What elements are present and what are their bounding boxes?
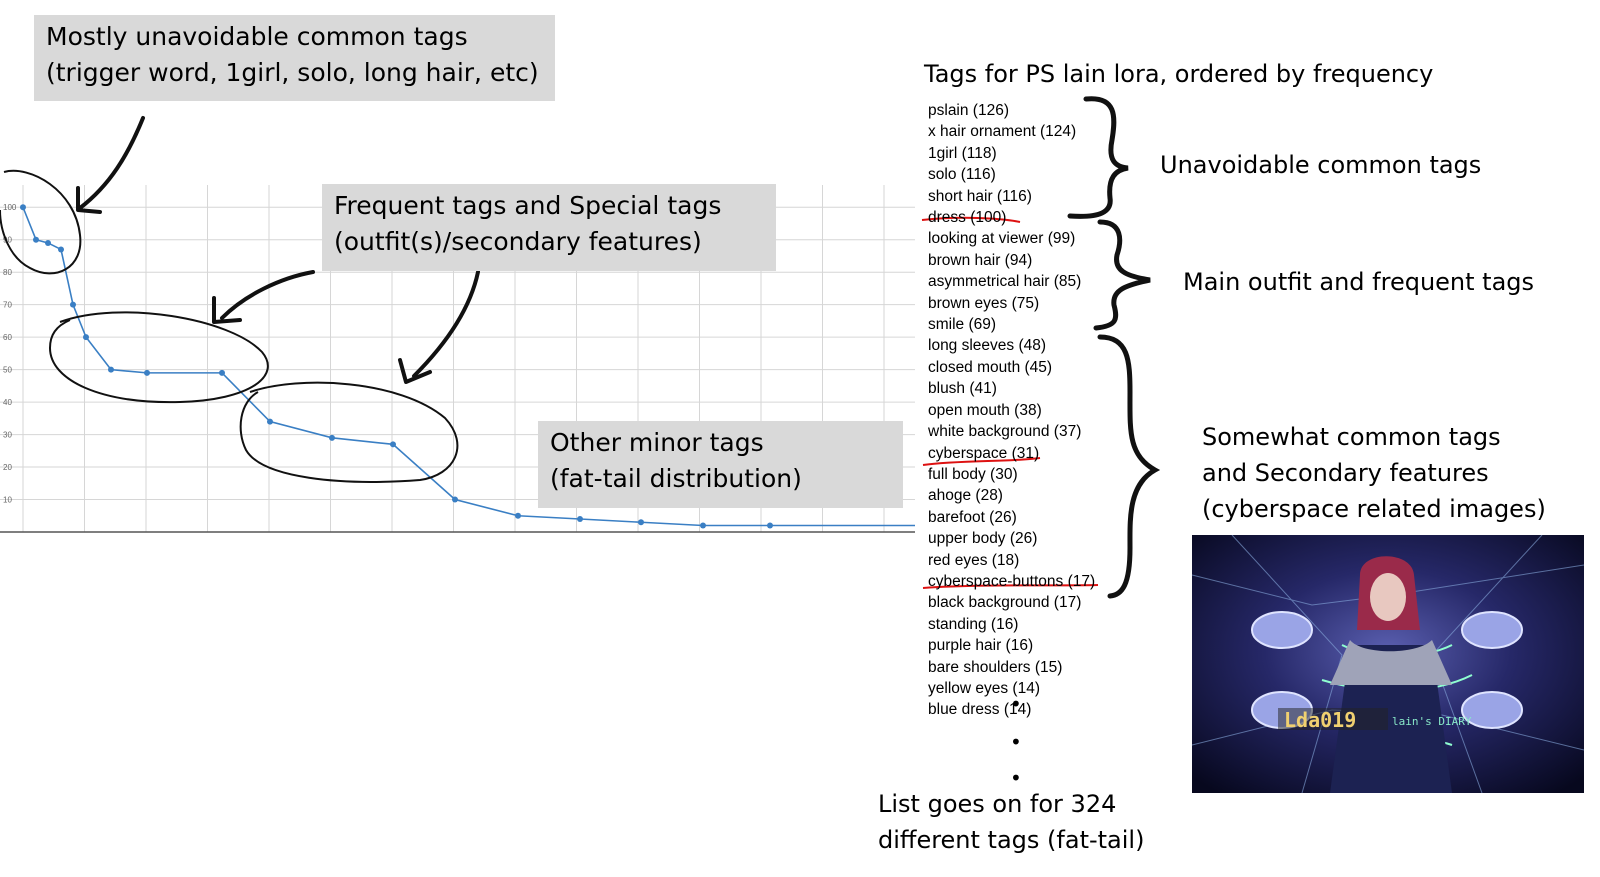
- label-somewhat-common: Somewhat common tags and Secondary featu…: [1202, 419, 1546, 527]
- tag-item: brown eyes (75): [928, 294, 1040, 312]
- tag-item: standing (16): [928, 615, 1019, 633]
- y-tick-label: 60: [3, 333, 12, 342]
- y-tick-label: 80: [3, 268, 12, 277]
- tag-item: cyberspace-buttons (17): [928, 572, 1096, 590]
- data-point: [58, 246, 64, 253]
- callout-line: (outfit(s)/secondary features): [334, 227, 702, 256]
- screenshot-label-right: lain's DIARY: [1392, 715, 1472, 728]
- callout-common-tags: Mostly unavoidable common tags (trigger …: [34, 15, 555, 101]
- tag-item: bare shoulders (15): [928, 658, 1063, 676]
- tag-item: yellow eyes (14): [928, 679, 1040, 697]
- y-tick-label: 20: [3, 463, 12, 472]
- tag-item: purple hair (16): [928, 637, 1034, 655]
- y-tick-label: 50: [3, 366, 12, 375]
- data-point: [83, 334, 89, 341]
- data-point: [108, 366, 114, 373]
- brace-unavoidable: [1067, 96, 1129, 219]
- tag-item: 1girl (118): [928, 144, 997, 162]
- ellipsis-dot: •: [1010, 730, 1022, 754]
- tag-item: upper body (26): [928, 530, 1038, 548]
- tag-item: full body (30): [928, 465, 1018, 483]
- tag-item: smile (69): [928, 316, 997, 334]
- brace-main-outfit: [1093, 219, 1151, 331]
- tag-item: ahoge (28): [928, 487, 1003, 505]
- cyberspace-screenshot: Lda019 lain's DIARY: [1192, 535, 1584, 793]
- tag-item: cyberspace (31): [928, 444, 1040, 462]
- tag-item: long sleeves (48): [928, 337, 1047, 355]
- label-unavoidable: Unavoidable common tags: [1160, 151, 1482, 179]
- tag-item: asymmetrical hair (85): [928, 273, 1082, 291]
- y-tick-label: 90: [3, 236, 12, 245]
- tag-item: solo (116): [928, 166, 996, 184]
- footer-note: List goes on for 324 different tags (fat…: [878, 786, 1144, 858]
- y-tick-label: 40: [3, 398, 12, 407]
- tag-item: pslain (126): [928, 102, 1009, 119]
- data-point: [33, 236, 39, 243]
- tag-item: black background (17): [928, 594, 1082, 612]
- tag-item: brown hair (94): [928, 251, 1033, 269]
- chart-axes: 10 20 30 40 50 60 70 80 90 100: [0, 203, 915, 533]
- data-point: [45, 239, 51, 246]
- tag-item: blue dress (14): [928, 701, 1032, 719]
- underline-cyberspace: [922, 457, 1041, 466]
- callout-frequent-tags: Frequent tags and Special tags (outfit(s…: [322, 184, 776, 271]
- data-point: [329, 434, 335, 441]
- callout-line: (trigger word, 1girl, solo, long hair, e…: [46, 58, 539, 87]
- tag-item: barefoot (26): [928, 508, 1017, 526]
- y-tick-label: 30: [3, 431, 12, 440]
- circle-annotation-mid: [48, 311, 269, 404]
- tag-list: pslain (126) x hair ornament (124) 1girl (…: [928, 100, 1095, 721]
- data-point: [577, 516, 583, 523]
- data-point: [767, 522, 773, 529]
- footer-line: different tags (fat-tail): [878, 826, 1145, 854]
- tags-title: Tags for PS lain lora, ordered by freque…: [924, 60, 1434, 88]
- label-main-outfit: Main outfit and frequent tags: [1183, 268, 1535, 296]
- y-tick-label: 10: [3, 496, 12, 505]
- data-point: [452, 496, 458, 503]
- y-tick-label: 70: [3, 301, 12, 310]
- y-tick-label: 100: [3, 203, 17, 212]
- underline-dress: [921, 216, 1021, 223]
- footer-line: List goes on for 324: [878, 790, 1117, 818]
- tag-item: red eyes (18): [928, 551, 1020, 569]
- circle-annotation-top: [0, 169, 82, 275]
- data-point: [20, 204, 26, 211]
- arrow-icon: [76, 116, 145, 214]
- underline-cyberspace-buttons: [922, 584, 1099, 589]
- tag-item: blush (41): [928, 380, 997, 398]
- callout-minor-tags: Other minor tags (fat-tail distribution): [538, 421, 903, 508]
- tag-item: white background (37): [928, 423, 1082, 441]
- circle-annotation-right: [239, 381, 459, 483]
- label-line: and Secondary features: [1202, 459, 1489, 487]
- tag-item: short hair (116): [928, 187, 1032, 205]
- data-point: [515, 512, 521, 519]
- tag-item: open mouth (38): [928, 401, 1042, 419]
- data-point: [700, 522, 706, 529]
- data-point: [638, 519, 644, 526]
- data-point: [219, 369, 225, 376]
- tag-item: closed mouth (45): [928, 358, 1053, 376]
- tag-item: x hair ornament (124): [928, 123, 1077, 141]
- tag-item: dress (100): [928, 209, 1007, 227]
- callout-line: Mostly unavoidable common tags: [46, 22, 468, 51]
- ellipsis-dot: •: [1010, 766, 1022, 790]
- arrow-icon: [212, 270, 315, 324]
- callout-line: (fat-tail distribution): [550, 464, 802, 493]
- data-point: [390, 441, 396, 448]
- label-line: Somewhat common tags: [1202, 423, 1501, 451]
- tag-item: looking at viewer (99): [928, 230, 1076, 248]
- label-line: (cyberspace related images): [1202, 495, 1546, 523]
- data-point: [267, 418, 273, 425]
- arrow-icon: [398, 270, 480, 384]
- brace-somewhat: [1097, 334, 1161, 599]
- ellipsis-dot: •: [1010, 692, 1022, 716]
- callout-line: Frequent tags and Special tags: [334, 191, 722, 220]
- callout-line: Other minor tags: [550, 428, 764, 457]
- data-point: [70, 301, 76, 308]
- data-point: [144, 369, 150, 376]
- screenshot-label-left: Lda019: [1284, 708, 1356, 732]
- chart-series: [20, 204, 915, 529]
